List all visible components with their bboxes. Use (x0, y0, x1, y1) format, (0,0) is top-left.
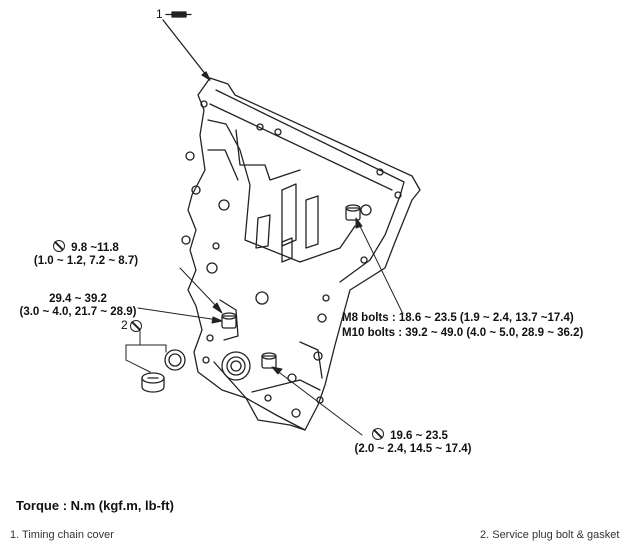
no-reuse-icon (53, 240, 66, 252)
callout-2: 2 (121, 318, 128, 332)
torque-label-m10: M10 bolts : 39.2 ~ 49.0 (4.0 ~ 5.0, 28.9… (342, 327, 584, 339)
torque-label-29-4: 29.4 ~ 39.2 (49, 293, 107, 305)
torque-label-9-8: 9.8 ~11.8 (28, 240, 144, 255)
torque-label-19-6-alt: (2.0 ~ 2.4, 14.5 ~ 17.4) (354, 443, 472, 455)
legend-item-1: 1. Timing chain cover (10, 529, 114, 541)
torque-units-title: Torque : N.m (kgf.m, lb-ft) (16, 498, 174, 513)
leader-torque-19-6 (271, 366, 363, 436)
service-plug-gasket (164, 349, 186, 371)
leader-torque-29-4 (137, 307, 223, 324)
torque-label-29-4-alt: (3.0 ~ 4.0, 21.7 ~ 28.9) (19, 306, 137, 318)
cover-bolt (165, 11, 192, 18)
no-reuse-icon (130, 320, 142, 332)
leader-item1 (162, 19, 211, 81)
torque-label-19-6: 19.6 ~ 23.5 (350, 428, 470, 443)
torque-label-m8: M8 bolts : 18.6 ~ 23.5 (1.9 ~ 2.4, 13.7 … (342, 312, 574, 324)
timing-chain-cover (181, 77, 421, 431)
service-plug-bolt (141, 372, 165, 393)
callout-1: 1 (156, 7, 163, 21)
bracket-item2 (125, 329, 167, 373)
legend-item-2: 2. Service plug bolt & gasket (480, 529, 620, 541)
no-reuse-icon (372, 428, 385, 440)
leader-torque-9-8 (179, 267, 223, 314)
torque-label-9-8-alt: (1.0 ~ 1.2, 7.2 ~ 8.7) (33, 255, 139, 267)
leader-torque-m8-m10 (355, 217, 403, 313)
